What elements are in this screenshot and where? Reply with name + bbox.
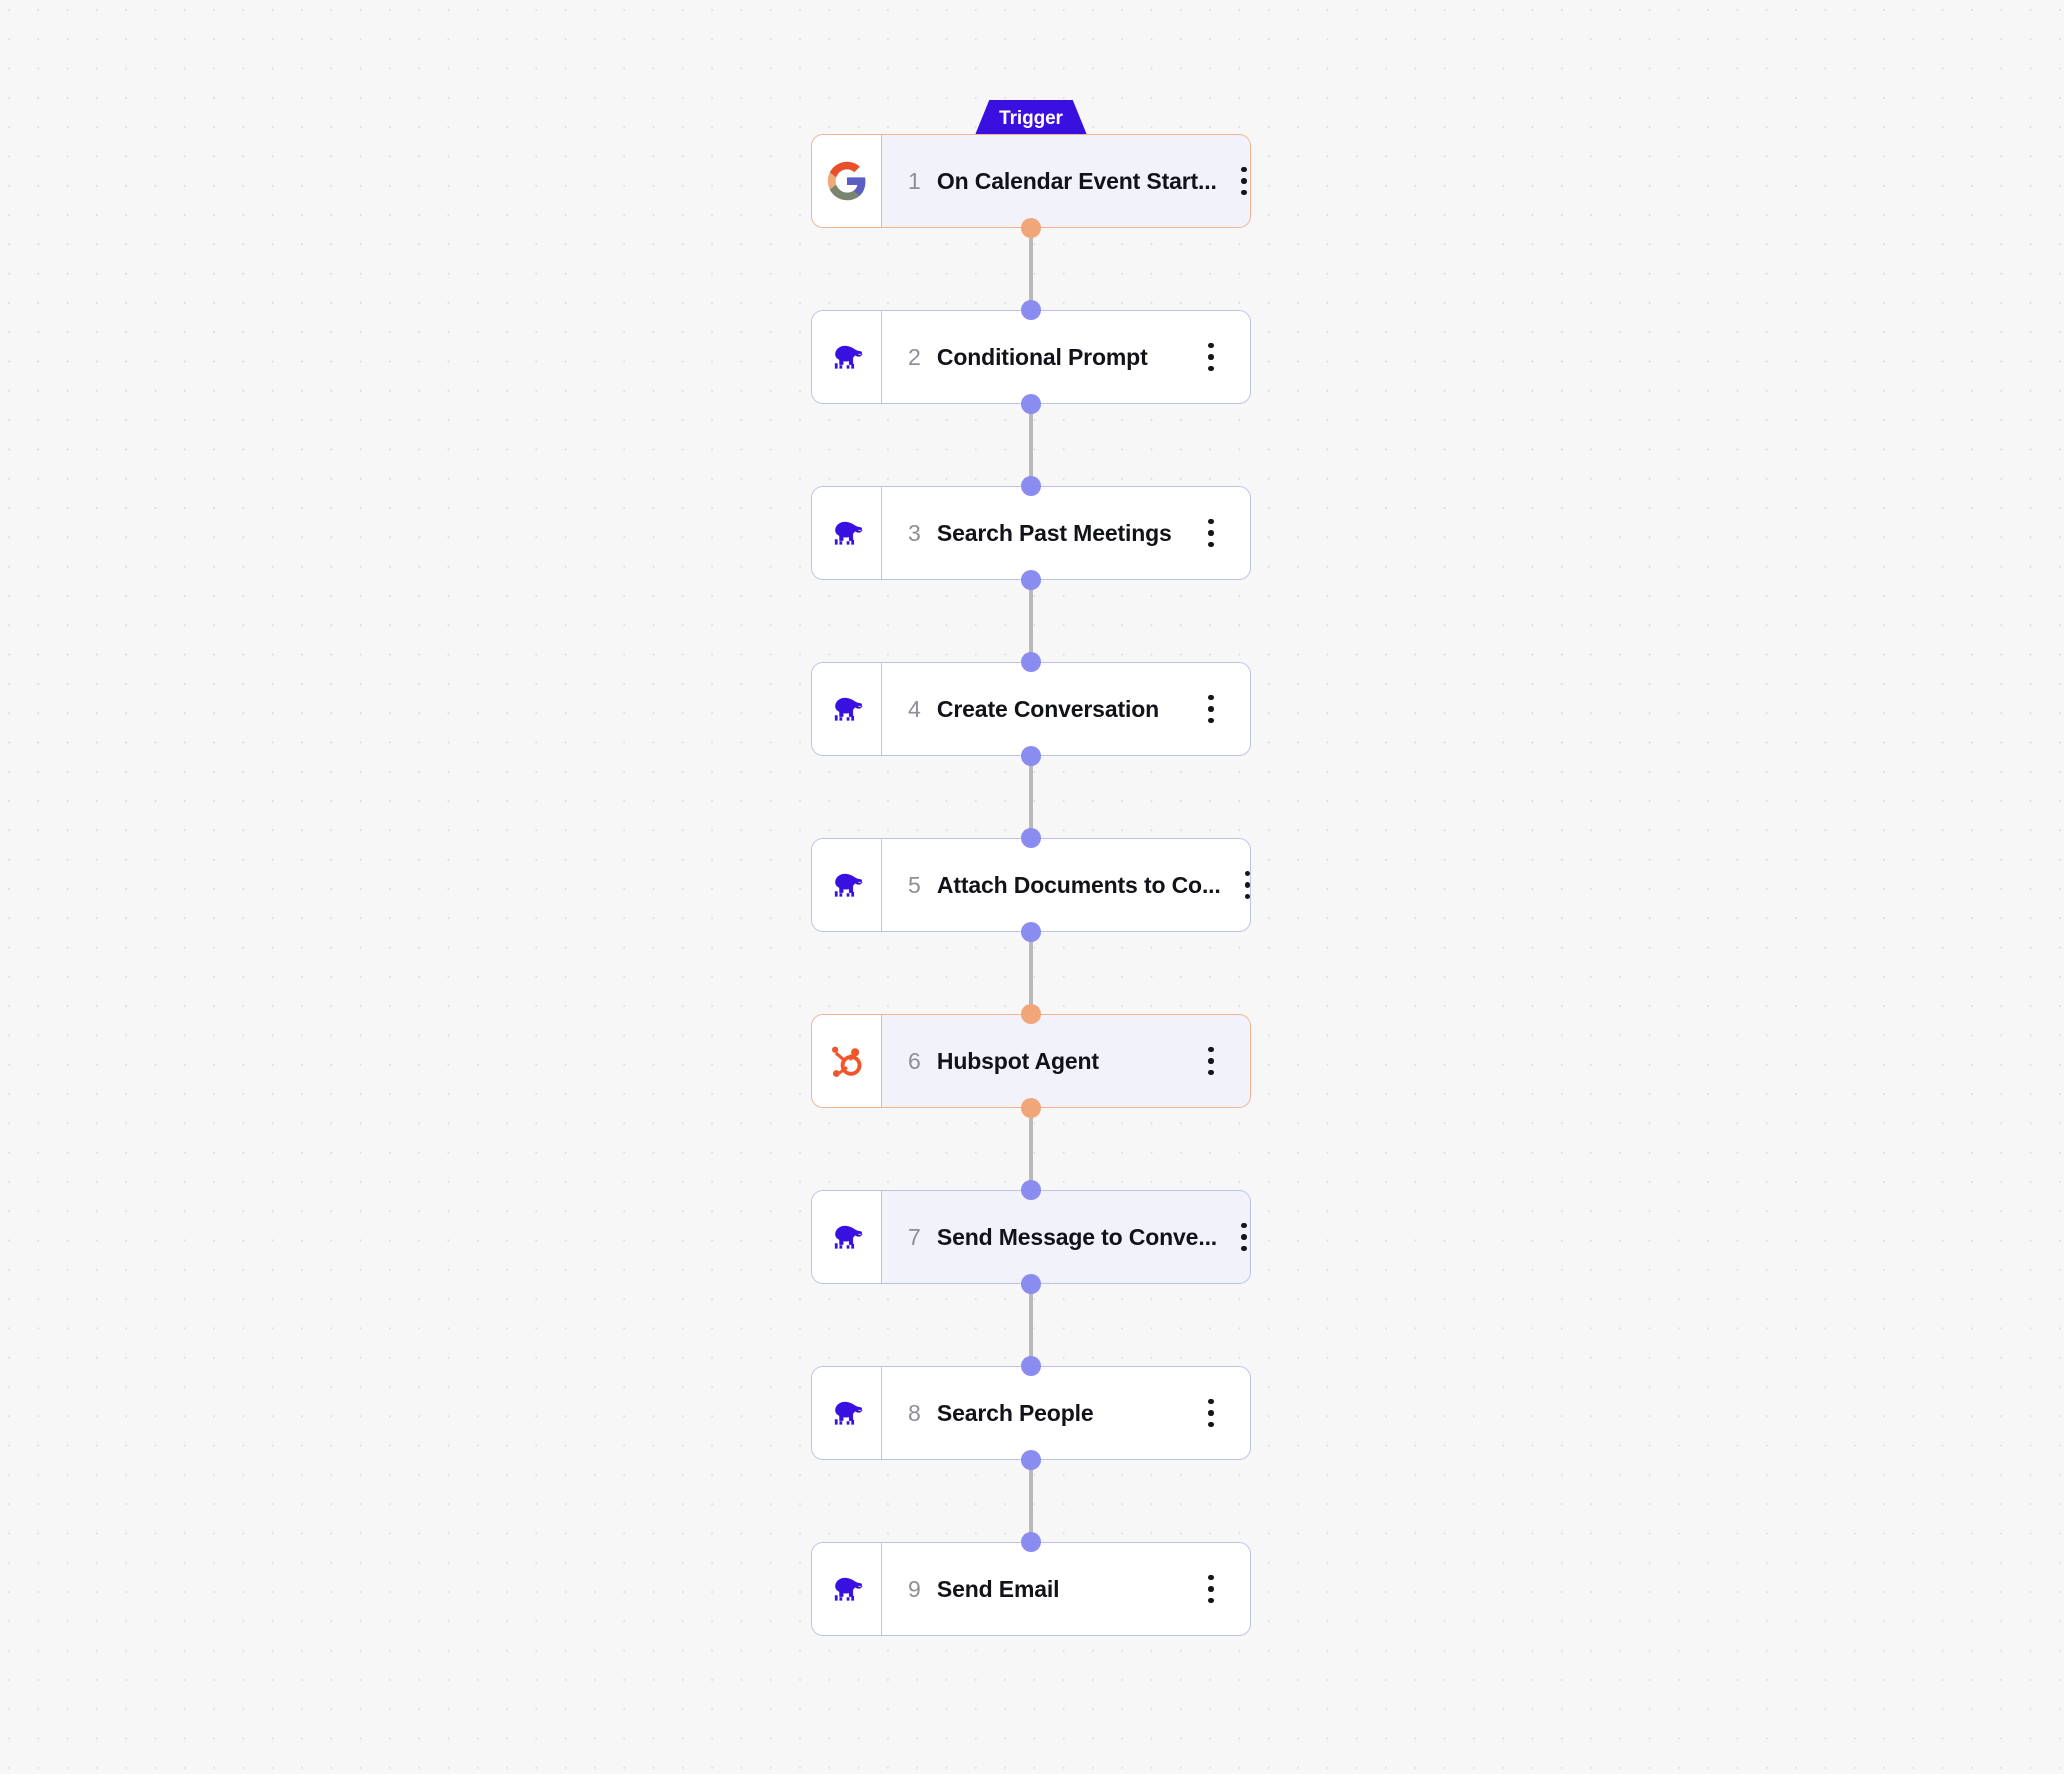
node-input-port[interactable] xyxy=(1021,1004,1041,1024)
node-body[interactable]: 6 Hubspot Agent xyxy=(882,1015,1250,1107)
node-title: Hubspot Agent xyxy=(936,1047,1099,1074)
edge-connector[interactable] xyxy=(1029,1108,1033,1190)
node-number: 4 xyxy=(908,695,921,722)
node-input-port[interactable] xyxy=(1021,1180,1041,1200)
node-output-port[interactable] xyxy=(1021,1450,1041,1470)
node-body[interactable]: 4 Create Conversation xyxy=(882,663,1250,755)
node-output-port[interactable] xyxy=(1021,570,1041,590)
node-output-port[interactable] xyxy=(1021,218,1041,238)
kebab-menu-icon[interactable] xyxy=(1194,1562,1228,1616)
node-number: 9 xyxy=(908,1575,921,1602)
node-number: 6 xyxy=(908,1047,921,1074)
node-title: Attach Documents to Co... xyxy=(936,871,1221,898)
node-body[interactable]: 5 Attach Documents to Co... xyxy=(882,839,1250,931)
kebab-menu-icon[interactable] xyxy=(1231,858,1250,912)
node-output-port[interactable] xyxy=(1021,922,1041,942)
workflow-node-1[interactable]: 1 On Calendar Event Start... xyxy=(811,134,1251,228)
edge-connector[interactable] xyxy=(1029,1284,1033,1366)
workflow-node-4[interactable]: 4 Create Conversation xyxy=(811,662,1251,756)
edge-connector[interactable] xyxy=(1029,580,1033,662)
kebab-menu-icon[interactable] xyxy=(1194,506,1228,560)
node-title: Search Past Meetings xyxy=(936,519,1172,546)
edge-connector[interactable] xyxy=(1029,932,1033,1014)
node-input-port[interactable] xyxy=(1021,1532,1041,1552)
node-number: 5 xyxy=(908,871,921,898)
trigger-badge-label: Trigger xyxy=(999,108,1063,129)
kebab-menu-icon[interactable] xyxy=(1194,330,1228,384)
workflow-node-7[interactable]: 7 Send Message to Conve... xyxy=(811,1190,1251,1284)
mammoth-icon xyxy=(826,1216,868,1258)
node-icon-cell xyxy=(812,1543,882,1635)
edge-connector[interactable] xyxy=(1029,756,1033,838)
node-icon-cell xyxy=(812,135,882,227)
node-body[interactable]: 8 Search People xyxy=(882,1367,1250,1459)
node-title: Conditional Prompt xyxy=(936,343,1148,370)
workflow-node-5[interactable]: 5 Attach Documents to Co... xyxy=(811,838,1251,932)
google-logo-icon xyxy=(826,160,868,202)
mammoth-icon xyxy=(826,688,868,730)
kebab-menu-icon[interactable] xyxy=(1194,682,1228,736)
node-title: Send Email xyxy=(936,1575,1060,1602)
node-icon-cell xyxy=(812,1367,882,1459)
node-icon-cell xyxy=(812,1015,882,1107)
node-number: 2 xyxy=(908,343,921,370)
node-number: 8 xyxy=(908,1399,921,1426)
node-title: Send Message to Conve... xyxy=(936,1223,1218,1250)
kebab-menu-icon[interactable] xyxy=(1227,1210,1250,1264)
node-input-port[interactable] xyxy=(1021,828,1041,848)
mammoth-icon xyxy=(826,336,868,378)
node-number: 3 xyxy=(908,519,921,546)
node-title: On Calendar Event Start... xyxy=(936,167,1217,194)
node-input-port[interactable] xyxy=(1021,476,1041,496)
mammoth-icon xyxy=(826,1568,868,1610)
node-body[interactable]: 3 Search Past Meetings xyxy=(882,487,1250,579)
mammoth-icon xyxy=(826,864,868,906)
node-body[interactable]: 9 Send Email xyxy=(882,1543,1250,1635)
hubspot-logo-icon xyxy=(827,1041,867,1081)
workflow-node-6[interactable]: 6 Hubspot Agent xyxy=(811,1014,1251,1108)
node-number: 7 xyxy=(908,1223,921,1250)
edge-connector[interactable] xyxy=(1029,228,1033,310)
trigger-badge-shape xyxy=(973,100,1089,140)
node-icon-cell xyxy=(812,1191,882,1283)
node-number: 1 xyxy=(908,167,921,194)
workflow-node-8[interactable]: 8 Search People xyxy=(811,1366,1251,1460)
node-icon-cell xyxy=(812,663,882,755)
edge-connector[interactable] xyxy=(1029,404,1033,486)
mammoth-icon xyxy=(826,1392,868,1434)
mammoth-icon xyxy=(826,512,868,554)
node-body[interactable]: 7 Send Message to Conve... xyxy=(882,1191,1250,1283)
node-input-port[interactable] xyxy=(1021,300,1041,320)
trigger-badge: Trigger xyxy=(973,100,1089,140)
node-body[interactable]: 2 Conditional Prompt xyxy=(882,311,1250,403)
kebab-menu-icon[interactable] xyxy=(1194,1386,1228,1440)
node-output-port[interactable] xyxy=(1021,1274,1041,1294)
node-title: Search People xyxy=(936,1399,1094,1426)
node-input-port[interactable] xyxy=(1021,652,1041,672)
node-title: Create Conversation xyxy=(936,695,1160,722)
workflow-node-9[interactable]: 9 Send Email xyxy=(811,1542,1251,1636)
kebab-menu-icon[interactable] xyxy=(1194,1034,1228,1088)
node-output-port[interactable] xyxy=(1021,394,1041,414)
node-input-port[interactable] xyxy=(1021,1356,1041,1376)
node-icon-cell xyxy=(812,839,882,931)
edge-connector[interactable] xyxy=(1029,1460,1033,1542)
workflow-node-3[interactable]: 3 Search Past Meetings xyxy=(811,486,1251,580)
node-icon-cell xyxy=(812,487,882,579)
node-output-port[interactable] xyxy=(1021,746,1041,766)
node-output-port[interactable] xyxy=(1021,1098,1041,1118)
node-body[interactable]: 1 On Calendar Event Start... xyxy=(882,135,1250,227)
node-icon-cell xyxy=(812,311,882,403)
kebab-menu-icon[interactable] xyxy=(1227,154,1250,208)
workflow-node-2[interactable]: 2 Conditional Prompt xyxy=(811,310,1251,404)
